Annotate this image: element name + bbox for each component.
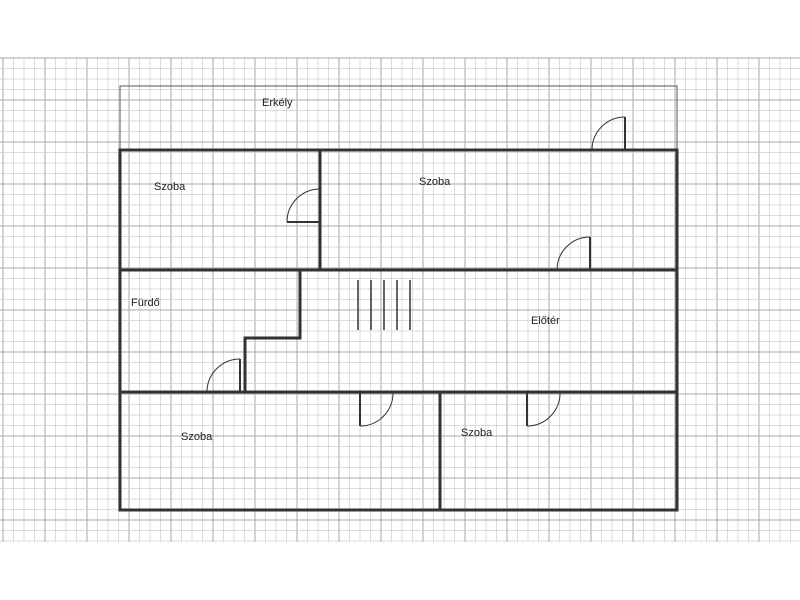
door-icon — [359, 391, 394, 427]
outer-wall — [118, 148, 679, 512]
room-label-bathroom: Fürdő — [131, 297, 160, 309]
door-icon — [206, 358, 241, 393]
stairs-icon — [357, 280, 411, 330]
door-icon — [591, 116, 626, 151]
door-icon — [286, 188, 321, 223]
room-label-room: Szoba — [154, 181, 186, 193]
door-icon — [526, 391, 561, 427]
door-icon — [556, 236, 591, 271]
room-label-hallway: Előtér — [531, 315, 560, 327]
room-label-balcony: Erkély — [262, 97, 293, 109]
interior-walls — [120, 150, 677, 510]
room-label-room: Szoba — [419, 176, 451, 188]
room-label-room: Szoba — [461, 427, 493, 439]
room-label-room: Szoba — [181, 431, 213, 443]
